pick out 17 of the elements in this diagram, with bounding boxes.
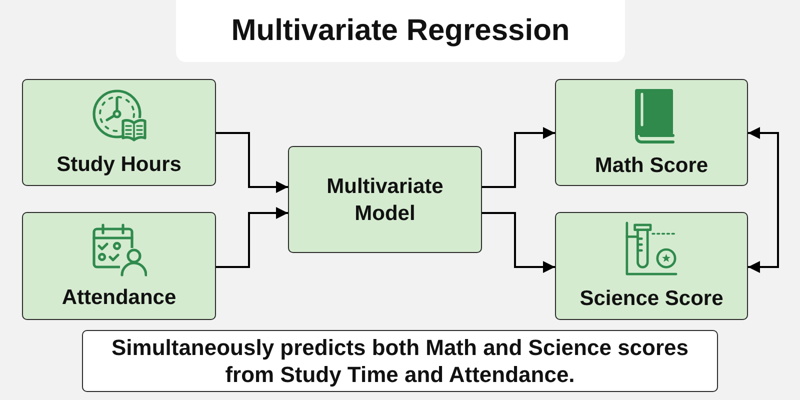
process-box	[22, 79, 216, 186]
node-label: Science Score	[580, 286, 724, 312]
arrow	[216, 132, 288, 193]
process-box	[555, 79, 748, 186]
process-box	[555, 212, 748, 320]
arrow	[216, 207, 288, 268]
process-box	[288, 146, 482, 253]
node-label: Math Score	[594, 152, 708, 178]
caption-text: Simultaneously predicts both Math and Science scores from Study Time and Attendance.	[110, 334, 690, 388]
process-box	[22, 212, 216, 320]
node-label: Study Hours	[56, 152, 182, 178]
arrow	[482, 127, 555, 188]
diagram-title: Multivariate Regression	[231, 13, 570, 49]
node-label: Attendance	[62, 285, 176, 311]
double-arrow	[748, 127, 779, 273]
arrow	[482, 212, 555, 273]
node-label: Multivariate Model	[326, 174, 444, 226]
